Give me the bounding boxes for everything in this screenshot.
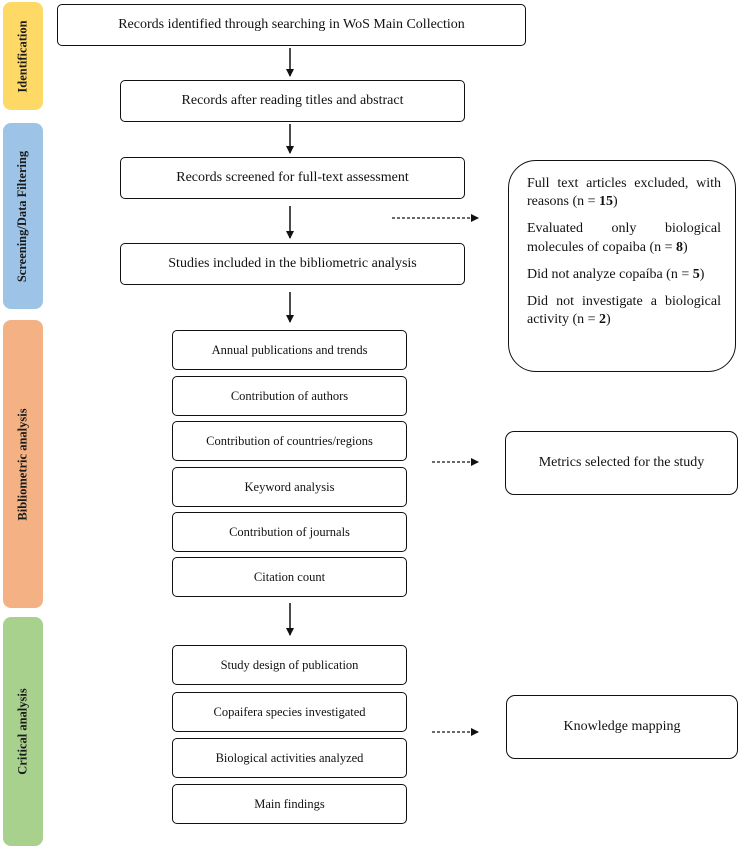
- studies-included-text: Studies included in the bibliometric ana…: [168, 255, 417, 271]
- phase-critical: Critical analysis: [3, 617, 43, 846]
- phase-bibliometric: Bibliometric analysis: [3, 320, 43, 608]
- critical-item: Biological activities analyzed: [172, 738, 407, 778]
- bibliometric-item: Contribution of journals: [172, 512, 407, 552]
- records-identified-box: Records identified through searching in …: [57, 4, 526, 46]
- knowledge-mapping-text: Knowledge mapping: [563, 719, 681, 734]
- metrics-selected-box: Metrics selected for the study: [505, 431, 738, 495]
- records-screened-text: Records screened for full-text assessmen…: [176, 169, 409, 185]
- records-after-reading-box: Records after reading titles and abstrac…: [120, 80, 465, 122]
- phase-identification: Identification: [3, 2, 43, 110]
- exclusion-item: Did not analyze copaíba (n = 5): [527, 266, 705, 282]
- bibliometric-item: Citation count: [172, 557, 407, 597]
- critical-item: Copaifera species investigated: [172, 692, 407, 732]
- critical-item: Main findings: [172, 784, 407, 824]
- knowledge-mapping-box: Knowledge mapping: [506, 695, 738, 759]
- studies-included-box: Studies included in the bibliometric ana…: [120, 243, 465, 285]
- critical-item: Study design of publication: [172, 645, 407, 685]
- phase-screening: Screening/Data Filtering: [3, 123, 43, 309]
- records-identified-text: Records identified through searching in …: [118, 16, 465, 32]
- exclusion-item: Evaluated only biological molecules of c…: [527, 221, 721, 255]
- exclusions-box: Full text articles excluded, with reason…: [508, 160, 736, 372]
- records-after-reading-text: Records after reading titles and abstrac…: [181, 92, 404, 108]
- exclusions-header: Full text articles excluded, with reason…: [527, 176, 721, 210]
- exclusion-item: Did not investigate a biological activit…: [527, 293, 721, 328]
- bibliometric-item: Contribution of countries/regions: [172, 421, 407, 461]
- bibliometric-item: Contribution of authors: [172, 376, 407, 416]
- bibliometric-item: Keyword analysis: [172, 467, 407, 507]
- metrics-selected-text: Metrics selected for the study: [538, 455, 705, 470]
- records-screened-box: Records screened for full-text assessmen…: [120, 157, 465, 199]
- bibliometric-item: Annual publications and trends: [172, 330, 407, 370]
